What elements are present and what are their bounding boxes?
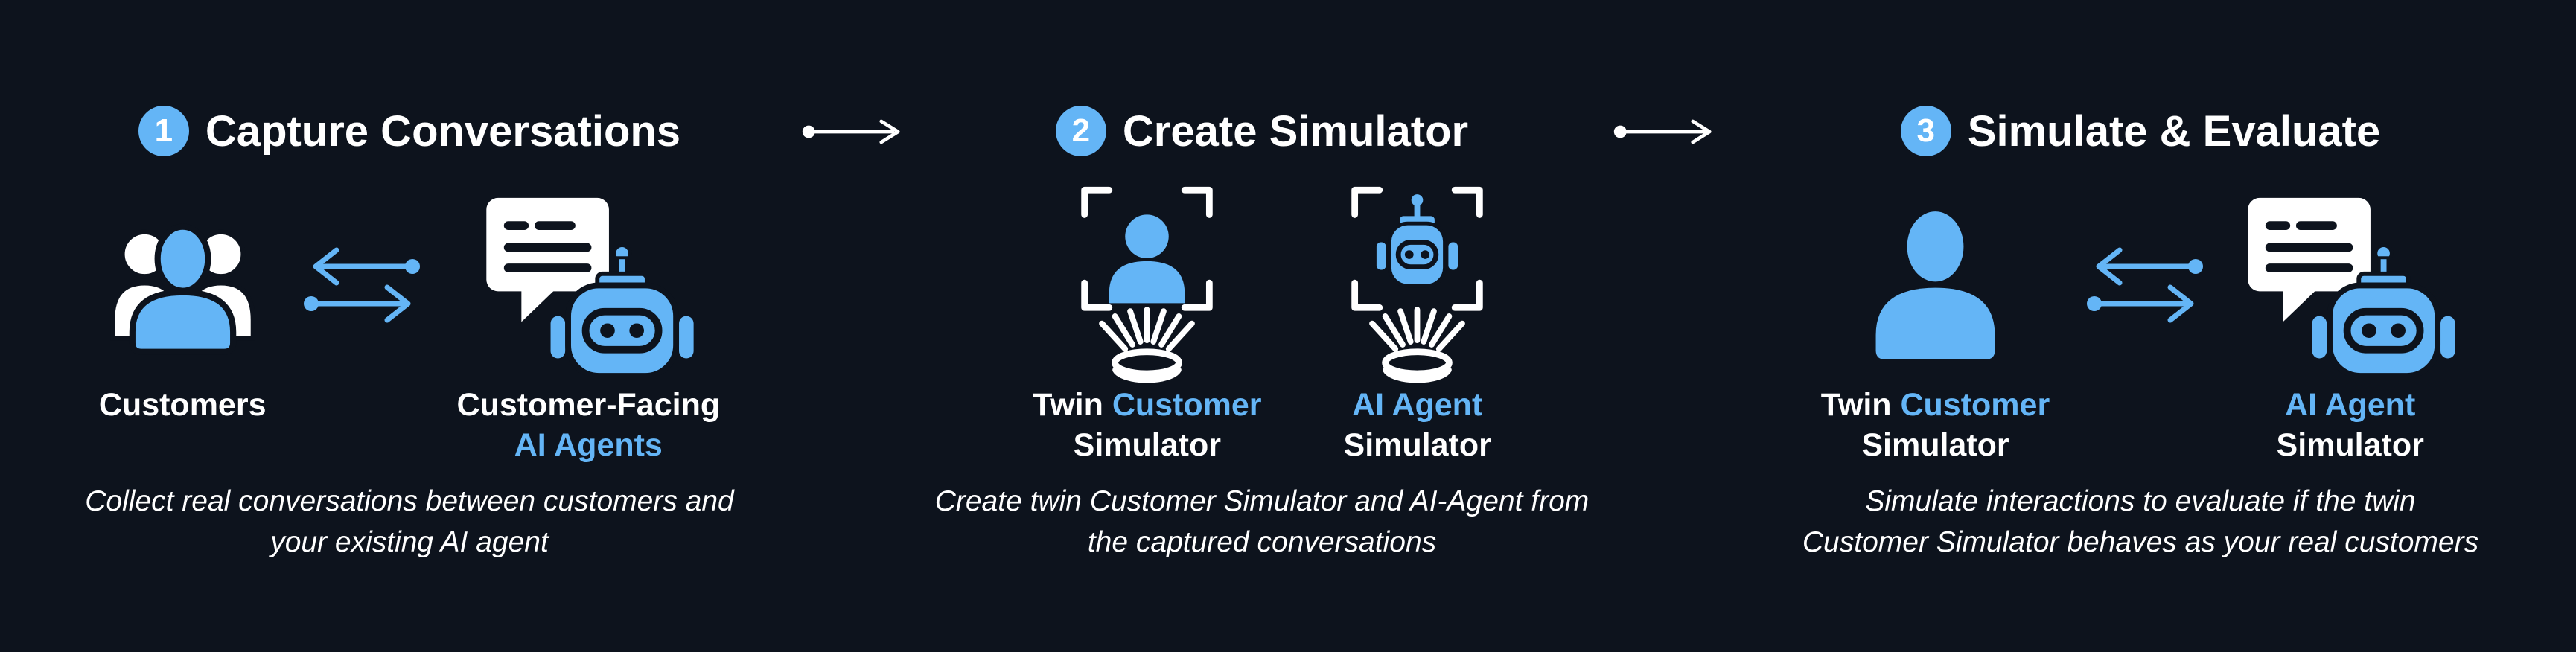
label-text-accent: Customer xyxy=(1112,387,1262,423)
step-capture-conversations: 1 Capture Conversations Customers xyxy=(26,0,793,563)
item-twin-customer-simulator: Twin Customer Simulator xyxy=(1821,194,2050,468)
step-header: 1 Capture Conversations xyxy=(138,104,680,158)
icon-box xyxy=(302,194,421,376)
step-header: 3 Simulate & Evaluate xyxy=(1900,104,2381,158)
step-create-simulator: 2 Create Simulator xyxy=(919,0,1604,563)
flow-arrow-icon xyxy=(1613,119,1712,144)
person-icon xyxy=(1875,211,1995,359)
label-line: AI Agents xyxy=(457,425,721,465)
label-text: Simulator xyxy=(2276,427,2424,464)
label-line: AI Agent xyxy=(2277,385,2424,425)
label-text: Twin xyxy=(1820,387,1901,423)
step-title: Create Simulator xyxy=(1122,106,1469,156)
label-text-accent: AI Agent xyxy=(1352,387,1483,423)
label-text: Simulator xyxy=(1073,427,1221,464)
step-description: Simulate interactions to evaluate if the… xyxy=(1802,482,2478,563)
chat-bubble-robot-icon xyxy=(2248,197,2455,376)
scan-person-hologram-icon xyxy=(1081,186,1214,383)
exchange-arrows-icon xyxy=(303,247,420,322)
flow-arrow-icon xyxy=(802,119,900,144)
items-row: Twin Customer Simulator xyxy=(1821,194,2460,468)
label-line: Simulator xyxy=(1344,425,1491,465)
label-line: AI Agent xyxy=(1344,385,1491,425)
label-text-accent: AI Agent xyxy=(2285,387,2416,423)
item-ai-agent-simulator: AI Agent Simulator xyxy=(2240,194,2460,468)
step-number-badge: 3 xyxy=(1900,106,1951,156)
item-label: Customers xyxy=(99,385,267,468)
exchange-arrows-icon xyxy=(2087,247,2204,322)
flow-connector xyxy=(793,0,919,148)
step-description: Collect real conversations between custo… xyxy=(85,482,733,563)
item-label: Twin Customer Simulator xyxy=(1033,385,1261,468)
icon-box xyxy=(106,194,259,376)
description-line: the captured conversations xyxy=(1087,525,1437,558)
items-row: Twin Customer Simulator xyxy=(1033,186,1491,468)
item-label: Customer-Facing AI Agents xyxy=(457,385,721,468)
description-line: Customer Simulator behaves as your real … xyxy=(1802,525,2479,558)
label-line: Simulator xyxy=(1033,425,1261,465)
item-label: AI Agent Simulator xyxy=(2277,385,2424,468)
label-line: Simulator xyxy=(2277,425,2424,465)
label-text: Customer-Facing xyxy=(456,387,721,423)
label-text-accent: Customer xyxy=(1900,387,2050,423)
icon-box xyxy=(1859,194,2012,376)
label-text: Twin xyxy=(1033,387,1112,423)
step-number-badge: 1 xyxy=(138,106,189,156)
label-line: Twin Customer xyxy=(1821,385,2050,425)
label-text-accent: AI Agents xyxy=(514,427,663,464)
customers-group-icon xyxy=(109,223,255,355)
label-text: Simulator xyxy=(1861,427,2009,464)
icon-box xyxy=(479,194,698,376)
item-ai-agent-simulator: AI Agent Simulator xyxy=(1344,186,1491,468)
item-conversation-arrows xyxy=(2085,194,2204,376)
flow-connector xyxy=(1604,0,1731,148)
icon-box xyxy=(2240,194,2460,376)
icon-box xyxy=(1345,186,1490,383)
label-line: Simulator xyxy=(1821,425,2050,465)
icon-box xyxy=(1074,186,1220,383)
step-title: Capture Conversations xyxy=(205,106,681,156)
icon-box xyxy=(2085,194,2204,376)
item-label: AI Agent Simulator xyxy=(1344,385,1491,468)
description-line: your existing AI agent xyxy=(270,525,549,558)
label-line: Customer-Facing xyxy=(457,385,721,425)
step-header: 2 Create Simulator xyxy=(1055,104,1469,158)
step-number-badge: 2 xyxy=(1055,106,1106,156)
item-twin-customer-simulator: Twin Customer Simulator xyxy=(1033,186,1262,468)
label-text: Simulator xyxy=(1343,427,1491,464)
items-row: Customers xyxy=(99,194,720,468)
chat-bubble-robot-icon xyxy=(486,197,694,376)
step-simulate-evaluate: 3 Simulate & Evaluate Twin Customer Simu… xyxy=(1731,0,2550,563)
label-line: Twin Customer xyxy=(1033,385,1261,425)
item-customer-facing-ai-agents: Customer-Facing AI Agents xyxy=(457,194,721,468)
description-line: Simulate interactions to evaluate if the… xyxy=(1865,485,2416,517)
item-customers: Customers xyxy=(99,194,267,468)
step-description: Create twin Customer Simulator and AI-Ag… xyxy=(935,482,1590,563)
scan-robot-hologram-icon xyxy=(1351,186,1483,383)
description-line: Collect real conversations between custo… xyxy=(85,485,734,517)
label-line: Customers xyxy=(99,385,267,425)
label-text: Customers xyxy=(98,387,267,423)
item-label: Twin Customer Simulator xyxy=(1821,385,2050,468)
description-line: Create twin Customer Simulator and AI-Ag… xyxy=(934,485,1590,517)
step-title: Simulate & Evaluate xyxy=(1967,106,2381,156)
item-conversation-arrows xyxy=(302,194,421,376)
